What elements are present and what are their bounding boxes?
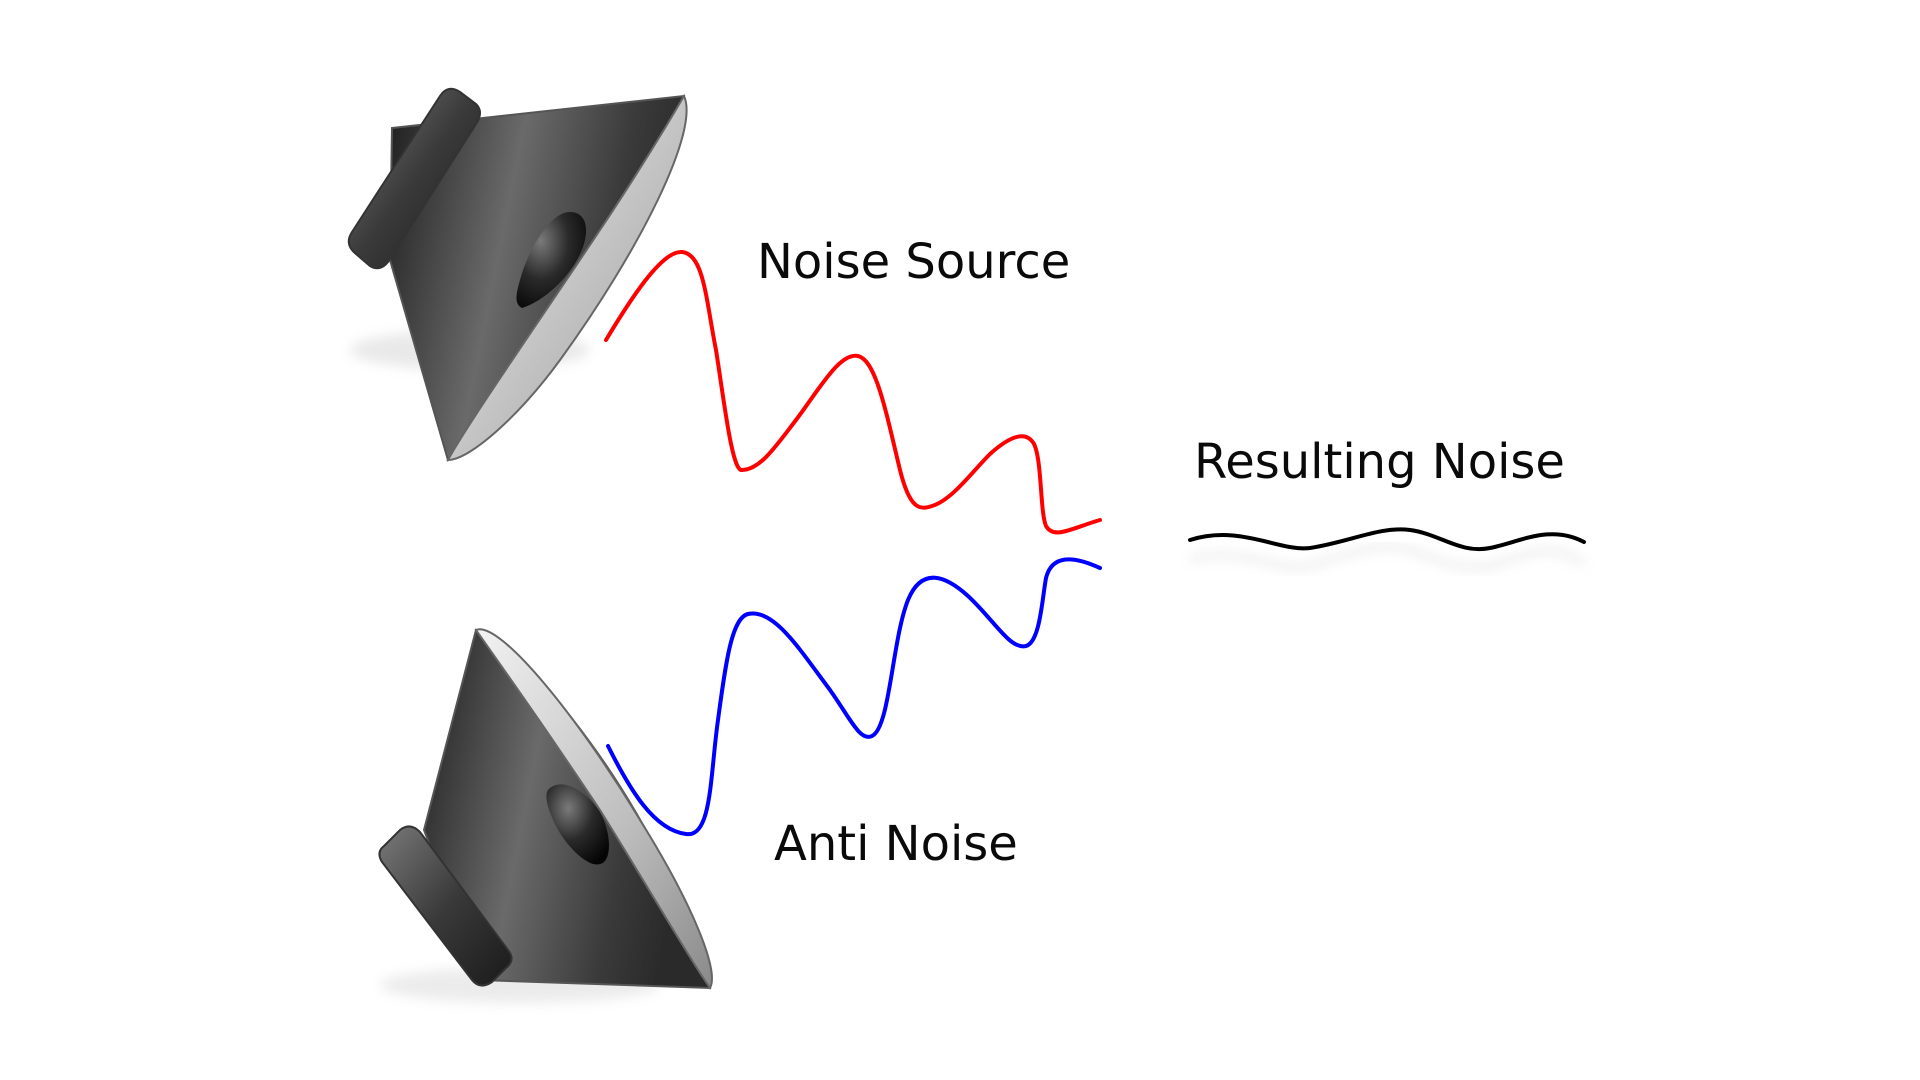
anti-noise-wave bbox=[606, 557, 1102, 837]
noise-source-wave bbox=[604, 250, 1102, 535]
resulting-noise-wave bbox=[1188, 527, 1586, 552]
anti-noise-label: Anti Noise bbox=[774, 816, 1018, 872]
speaker-icon bbox=[347, 87, 688, 462]
noise-source-label: Noise Source bbox=[757, 234, 1071, 290]
speaker-icon bbox=[378, 628, 713, 1003]
resulting-noise-label: Resulting Noise bbox=[1194, 434, 1565, 490]
